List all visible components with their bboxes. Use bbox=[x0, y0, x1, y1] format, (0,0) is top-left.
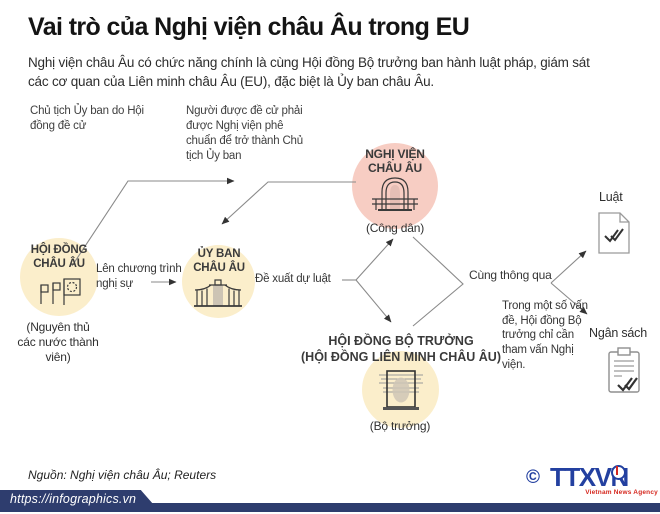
edge-propose-to-ministers bbox=[355, 279, 392, 323]
edge-label-propose: Đề xuất dự luật bbox=[255, 273, 331, 285]
annotation-consultation: Trong một số vấn đề, Hội đồng Bộ trưởng … bbox=[502, 300, 588, 371]
edge-propose-to-parliament bbox=[355, 238, 394, 281]
european-parliament-circle bbox=[352, 143, 438, 229]
page-title: Vai trò của Nghị viện châu Âu trong EU bbox=[28, 13, 470, 41]
european-parliament-caption: (Công dân) bbox=[365, 221, 425, 235]
document-check-icon bbox=[598, 212, 630, 254]
page-subtitle: Nghị viện châu Âu có chức năng chính là … bbox=[28, 55, 590, 90]
edge-to-budget bbox=[550, 282, 588, 315]
berlaymont-building-icon bbox=[194, 279, 242, 307]
edge-label-agenda: Lên chương trình nghị sự bbox=[96, 263, 182, 290]
footer-bar bbox=[0, 503, 660, 512]
council-of-ministers-title: HỘI ĐỒNG BỘ TRƯỞNG bbox=[328, 334, 474, 348]
output-budget-label: Ngân sách bbox=[589, 326, 647, 340]
annotation-parliament-approval: Người được đề cử phải được Nghị viện phê… bbox=[186, 105, 303, 162]
european-council-title: HỘI ĐỒNG CHÂU ÂU bbox=[30, 244, 88, 270]
copyright-icon: © bbox=[526, 467, 540, 488]
edge-coapprove-converge bbox=[412, 236, 464, 327]
edge-to-law bbox=[550, 250, 587, 284]
edge-parliament-approves bbox=[221, 181, 356, 225]
european-parliament-title: NGHỊ VIỆN CHÂU ÂU bbox=[365, 147, 425, 176]
footer-url-link[interactable]: https://infographics.vn bbox=[10, 492, 137, 506]
source-credit: Nguồn: Nghị viện châu Âu; Reuters bbox=[28, 468, 217, 482]
flags-podium-icon bbox=[40, 278, 81, 305]
council-of-ministers-caption: (Bộ trưởng) bbox=[369, 419, 431, 433]
annotation-president-nomination: Chủ tịch Ủy ban do Hội đồng đề cử bbox=[30, 105, 144, 132]
european-commission-title: ỦY BAN CHÂU ÂU bbox=[193, 248, 245, 274]
clipboard-check-icon bbox=[608, 347, 640, 393]
council-of-ministers-subtitle: (HỘI ĐỒNG LIÊN MINH CHÂU ÂU) bbox=[301, 350, 501, 364]
ttxvn-logo: © TTXVN Vietnam News Agency bbox=[526, 462, 658, 504]
parliament-arch-icon bbox=[372, 177, 418, 211]
globe-icon bbox=[611, 465, 626, 480]
edge-label-co-approve: Cùng thông qua bbox=[469, 268, 552, 282]
european-council-caption: (Nguyên thủ các nước thành viên) bbox=[17, 320, 99, 364]
europa-building-icon bbox=[379, 370, 423, 410]
european-council-circle bbox=[20, 238, 98, 316]
output-law-label: Luật bbox=[599, 190, 623, 204]
agency-subtitle: Vietnam News Agency bbox=[585, 489, 658, 496]
edge-council-nominates bbox=[71, 177, 235, 267]
footer-tab bbox=[0, 490, 160, 512]
